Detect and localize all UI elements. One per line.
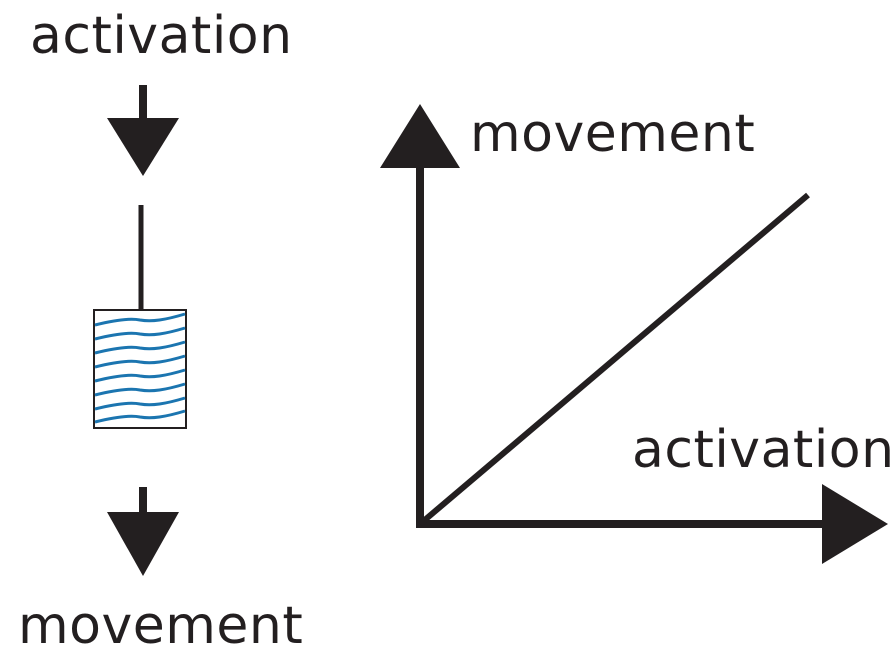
linear-relation-line <box>418 192 810 527</box>
x-axis <box>416 484 888 564</box>
down-arrow-bottom <box>107 487 179 576</box>
down-arrow-top <box>107 85 179 176</box>
y-axis <box>380 104 460 528</box>
water-tank <box>93 309 187 429</box>
water-waves <box>94 312 186 424</box>
x-axis-label: activation <box>632 420 894 480</box>
y-axis-label: movement <box>470 104 756 164</box>
output-movement-label: movement <box>18 596 304 656</box>
input-activation-label: activation <box>30 6 293 66</box>
